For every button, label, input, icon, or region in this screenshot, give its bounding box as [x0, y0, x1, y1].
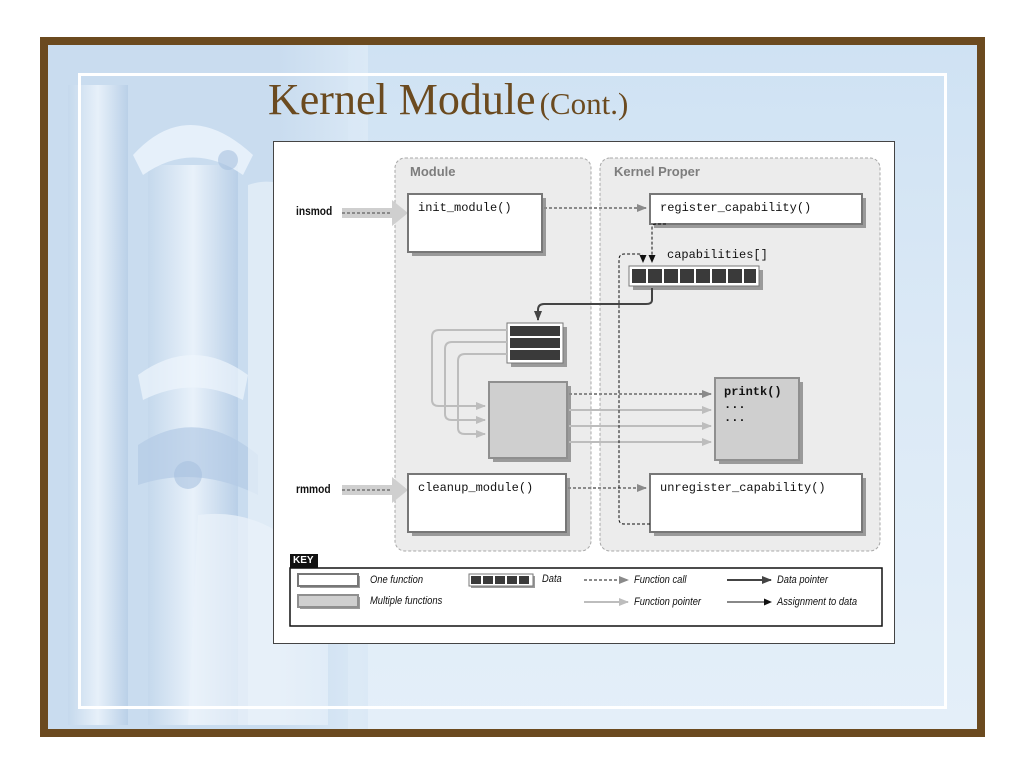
cleanup-module-label: cleanup_module()	[418, 481, 534, 495]
key-one-function-swatch	[297, 573, 359, 587]
key-multiple-functions-label: Multiple functions	[370, 595, 443, 607]
key-data-pointer-label: Data pointer	[777, 574, 828, 586]
kernel-region-label: Kernel Proper	[614, 164, 700, 179]
rmmod-label: rmmod	[296, 482, 331, 496]
key-title: KEY	[293, 555, 314, 566]
unregister-capability-label: unregister_capability()	[660, 481, 826, 495]
key-multiple-functions-swatch	[297, 594, 359, 608]
insmod-label: insmod	[296, 204, 333, 218]
init-module-box	[407, 193, 543, 253]
key-box	[289, 567, 883, 627]
cleanup-module-box	[407, 473, 567, 533]
register-capability-box	[649, 193, 863, 225]
unregister-capability-box	[649, 473, 863, 533]
key-assignment-label: Assignment to data	[777, 596, 858, 608]
key-data-swatch	[468, 573, 535, 588]
key-function-pointer-label: Function pointer	[634, 596, 702, 608]
kernel-region	[599, 157, 881, 552]
printk-label: printk()	[724, 385, 782, 399]
module-region-label: Module	[410, 164, 456, 179]
assignment-arrow-unregister	[618, 253, 650, 525]
key-data-label: Data	[542, 573, 562, 585]
assignment-arrow-register	[648, 223, 666, 263]
register-capability-label: register_capability()	[660, 201, 812, 215]
init-module-label: init_module()	[418, 201, 512, 215]
printk-box	[714, 377, 800, 461]
function-pointer-arrows	[431, 329, 712, 446]
diagram-graphics	[289, 157, 883, 627]
key-tag	[290, 554, 318, 568]
slide-title-main: Kernel Module	[268, 75, 536, 124]
capabilities-cells	[632, 269, 756, 283]
slide-title-suffix: (Cont.)	[539, 86, 629, 121]
key-one-function-label: One function	[370, 574, 424, 586]
module-functions-block	[488, 381, 568, 459]
printk-ellipsis-2: ...	[724, 411, 746, 425]
capabilities-label: capabilities[]	[667, 248, 768, 262]
slide-title: Kernel Module (Cont.)	[268, 74, 628, 125]
printk-ellipsis-1: ...	[724, 398, 746, 412]
inner-border	[78, 73, 947, 709]
key-function-call-label: Function call	[634, 574, 687, 586]
kernel-module-diagram: Module Kernel Proper insmod rmmod init_m…	[273, 141, 895, 644]
data-pointer-arrow	[534, 288, 653, 321]
